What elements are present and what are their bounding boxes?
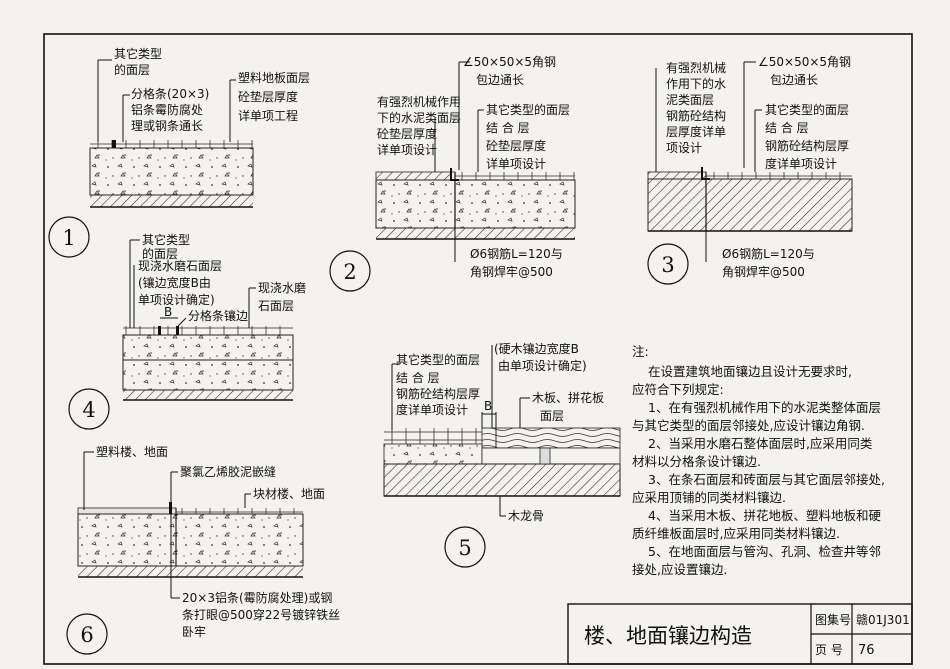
detail-6: 塑料楼、地面 聚氯乙烯胶泥嵌缝 块材楼、地面 20×3铝条(霉防腐处理)或钢 条… bbox=[66, 444, 340, 655]
d1-label: 其它类型 bbox=[114, 46, 162, 61]
d6-label: 条打眼@500穿22号镀锌铁丝 bbox=[182, 607, 340, 622]
d2-label: 角钢焊牢@500 bbox=[470, 264, 553, 279]
d4-label: (镶边宽度B由 bbox=[138, 275, 211, 290]
d5-label: 木龙骨 bbox=[508, 509, 544, 523]
note-line: 应符合下列规定: bbox=[632, 382, 724, 397]
d5-label: 钢筋砼结构层厚 bbox=[396, 386, 480, 401]
atlas-number: 赣01J301 bbox=[856, 613, 910, 627]
note-line: 应采用顶铺的同类材料镶边. bbox=[632, 490, 786, 505]
note-line: 5、在地面面层与管沟、孔洞、检查井等邻 bbox=[648, 544, 881, 559]
d3-label: Ø6钢筋L=120与 bbox=[722, 246, 815, 261]
d3-label: ∠50×50×5角钢 bbox=[758, 55, 851, 69]
d4-label: 现浇水磨 bbox=[258, 281, 306, 295]
d2-label: 结 合 层 bbox=[486, 120, 530, 135]
note-line: 材料以分格条设计镶边. bbox=[632, 454, 761, 469]
note-line: 在设置建筑地面镶边且设计无要求时, bbox=[648, 364, 852, 379]
d4-label: B bbox=[164, 305, 172, 319]
d6-label: 塑料楼、地面 bbox=[96, 444, 168, 459]
note-line: 2、当采用水磨石整体面层时,应采用同类 bbox=[648, 436, 873, 451]
d4-label: 单项设计确定) bbox=[138, 292, 215, 307]
d3-label: 泥类面层 bbox=[666, 93, 714, 107]
detail-2: ∠50×50×5角钢 包边通长 有强烈机械作用 下的水泥类面层 砼垫层厚度 详单… bbox=[329, 55, 576, 292]
d6-label: 20×3铝条(霉防腐处理)或钢 bbox=[182, 590, 332, 605]
d2-label: 下的水泥类面层 bbox=[377, 110, 461, 125]
d1-label: 的面层 bbox=[114, 62, 150, 77]
d1-label: 详单项工程 bbox=[238, 108, 298, 123]
d5-label: 其它类型的面层 bbox=[396, 352, 480, 367]
note-line: 4、当采用木板、拼花地板、塑料地板和硬 bbox=[648, 508, 881, 523]
d3-label: 其它类型的面层 bbox=[765, 102, 849, 117]
d2-label: 包边通长 bbox=[476, 73, 524, 87]
detail-number: 2 bbox=[343, 260, 356, 284]
note-line: 1、在有强烈机械作用下的水泥类整体面层 bbox=[648, 400, 881, 415]
detail-number: 4 bbox=[82, 398, 95, 422]
d4-label: 其它类型 bbox=[142, 232, 190, 247]
d2-label: 砼垫层厚度 bbox=[486, 138, 546, 153]
detail-1: 其它类型 的面层 分格条(20×3) 铝条霉防腐处 理或钢条通长 塑料地板面层 … bbox=[48, 46, 310, 258]
d1-label: 塑料地板面层 bbox=[238, 70, 310, 85]
d3-label: 有强烈机械 bbox=[666, 60, 726, 75]
atlas-label: 图集号 bbox=[815, 612, 851, 627]
notes-block: 注: 在设置建筑地面镶边且设计无要求时, 应符合下列规定: 1、在有强烈机械作用… bbox=[632, 344, 885, 577]
d2-label: 砼垫层厚度 bbox=[377, 126, 437, 141]
d2-label: 有强烈机械作用 bbox=[377, 94, 461, 109]
d4-label: 石面层 bbox=[258, 299, 294, 313]
d3-label: 结 合 层 bbox=[765, 120, 809, 135]
d5-label: 面层 bbox=[540, 409, 564, 423]
d3-label: 角钢焊牢@500 bbox=[722, 264, 805, 279]
d3-label: 项设计 bbox=[666, 141, 702, 155]
note-line: 质纤维板面层时,应采用同类材料镶边. bbox=[632, 526, 840, 541]
d1-label: 分格条(20×3) bbox=[131, 86, 209, 101]
note-line: 接处,应设置镶边. bbox=[632, 562, 727, 577]
d5-label: 木板、拼花板 bbox=[532, 390, 604, 405]
page-label: 页 号 bbox=[815, 643, 843, 657]
sheet-frame bbox=[43, 33, 913, 665]
note-line: 与其它类型的面层邻接处,应设计镶边角钢. bbox=[632, 418, 865, 433]
d2-label: ∠50×50×5角钢 bbox=[463, 55, 556, 69]
d2-label: 详单项设计 bbox=[377, 142, 437, 157]
detail-5: (硬木镶边宽度B 由单项设计确定) 其它类型的面层 结 合 层 钢筋砼结构层厚 … bbox=[383, 341, 621, 568]
d2-label: Ø6钢筋L=120与 bbox=[470, 246, 563, 261]
d6-label: 块材楼、地面 bbox=[253, 486, 325, 501]
detail-number: 3 bbox=[661, 253, 674, 277]
title-block: 楼、地面镶边构造 图集号 赣01J301 页 号 76 bbox=[567, 603, 913, 665]
d3-label: 钢筋砼结构层厚 bbox=[765, 138, 849, 153]
notes-heading: 注: bbox=[632, 344, 649, 359]
d3-label: 包边通长 bbox=[770, 73, 818, 87]
detail-3: 有强烈机械 作用下的水 泥类面层 钢筋砼结构 层厚度详单 项设计 ∠50×50×… bbox=[647, 55, 853, 285]
d5-label: B bbox=[484, 399, 492, 413]
d2-label: 详单项设计 bbox=[486, 156, 546, 171]
d3-label: 层厚度详单 bbox=[666, 124, 726, 139]
page-number: 76 bbox=[858, 643, 875, 658]
note-line: 3、在条石面层和砖面层与其它面层邻接处, bbox=[648, 472, 885, 487]
d3-label: 钢筋砼结构 bbox=[666, 108, 726, 123]
d4-label: 分格条镶边 bbox=[188, 308, 248, 323]
d6-label: 聚氯乙烯胶泥嵌缝 bbox=[180, 464, 276, 479]
d5-label: 结 合 层 bbox=[396, 370, 440, 385]
d2-label: 其它类型的面层 bbox=[486, 102, 570, 117]
d1-label: 铝条霉防腐处 bbox=[131, 102, 203, 117]
d6-label: 卧牢 bbox=[182, 624, 206, 639]
d1-label: 砼垫层厚度 bbox=[238, 89, 298, 104]
detail-4: 其它类型 的面层 现浇水磨石面层 (镶边宽度B由 单项设计确定) 现浇水磨 石面… bbox=[68, 232, 306, 430]
d3-label: 作用下的水 bbox=[666, 76, 726, 91]
d3-label: 度详单项设计 bbox=[765, 156, 837, 171]
d4-label: 的面层 bbox=[142, 246, 178, 261]
d5-label: (硬木镶边宽度B bbox=[494, 341, 579, 356]
d1-label: 理或钢条通长 bbox=[131, 119, 203, 133]
drawing-title: 楼、地面镶边构造 bbox=[584, 624, 752, 648]
detail-number: 5 bbox=[458, 536, 471, 560]
d5-label: 由单项设计确定) bbox=[498, 358, 587, 373]
d4-label: 现浇水磨石面层 bbox=[138, 259, 222, 273]
detail-number: 1 bbox=[62, 226, 75, 250]
d5-label: 度详单项设计 bbox=[396, 402, 468, 417]
detail-number: 6 bbox=[80, 623, 93, 647]
